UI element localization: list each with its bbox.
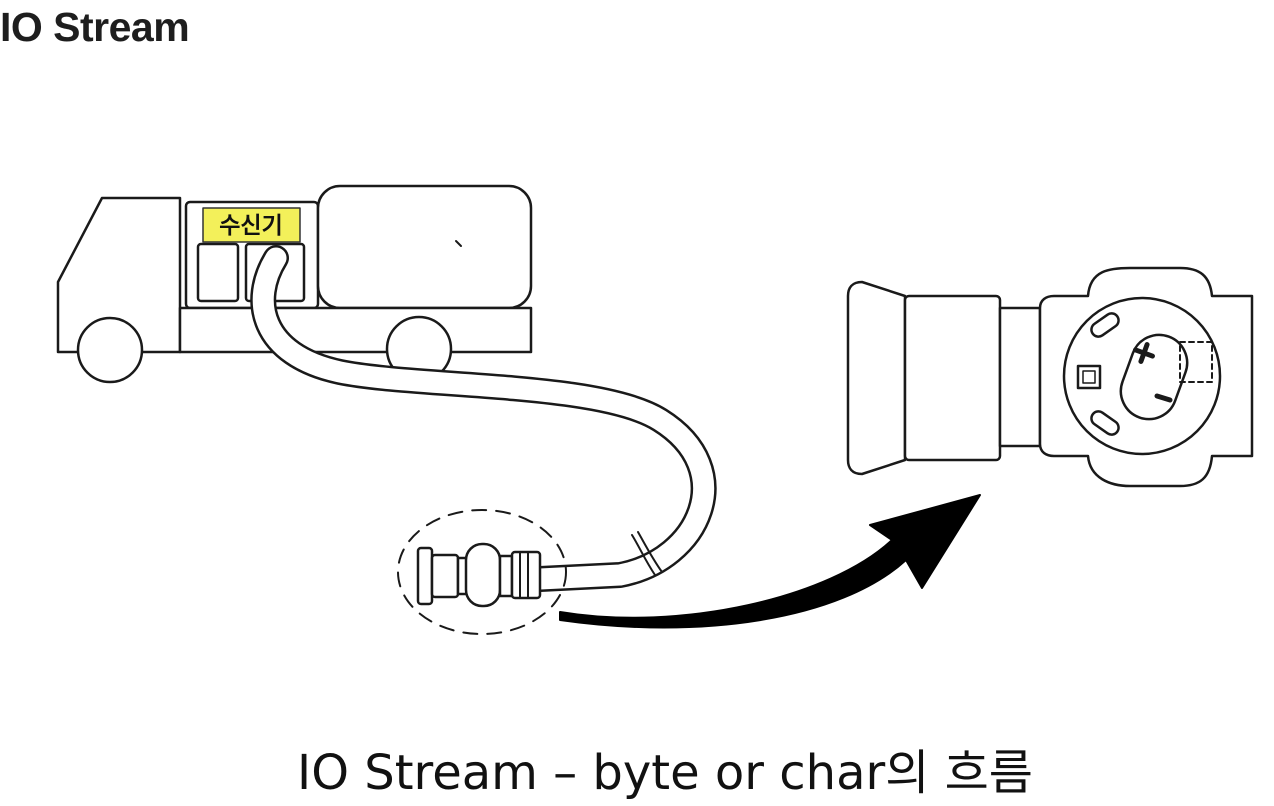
truck-tank — [316, 184, 533, 310]
receiver-label-box — [202, 207, 301, 243]
nozzle-cap — [846, 280, 907, 476]
tanker-truck: 수신기 — [56, 184, 533, 384]
cursor-mark — [455, 240, 462, 247]
truck-chassis — [178, 306, 533, 354]
truck-cab — [56, 196, 182, 354]
truck-compartment-left — [196, 242, 240, 303]
nozzle-body — [903, 294, 1002, 462]
hose — [250, 245, 717, 592]
nozzle-neck — [998, 306, 1042, 448]
page-title: IO Stream — [0, 4, 190, 50]
hose-connector — [397, 509, 567, 635]
truck-front-wheel — [76, 316, 144, 384]
minus-icon — [1154, 393, 1173, 403]
receiver-label: 수신기 — [219, 213, 282, 239]
nozzle-device — [846, 266, 1254, 488]
hose-clamp — [631, 531, 663, 576]
flow-arrow — [559, 494, 981, 629]
diagram-caption: IO Stream – byte or char의 흐름 — [297, 745, 1033, 801]
hose-inner — [252, 247, 714, 590]
indicator-square-icon — [1076, 364, 1102, 390]
connector-dashed-circle — [397, 509, 567, 635]
plus-icon — [1133, 342, 1155, 364]
